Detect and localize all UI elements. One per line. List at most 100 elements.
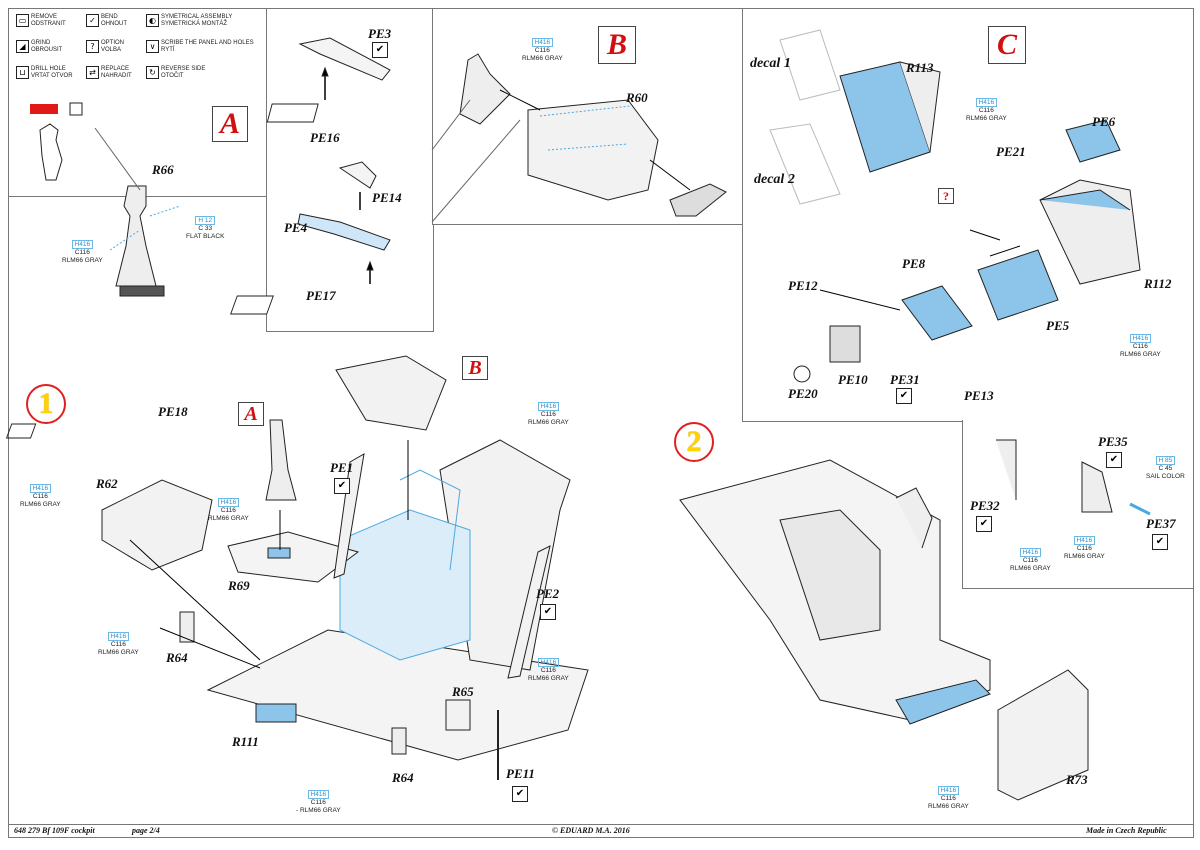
- bend-checkbox: ✔: [540, 604, 556, 620]
- legend-label-cz: OBROUSIT: [31, 47, 63, 53]
- part-pe35: [1081, 461, 1113, 513]
- legend-label-cz: NAHRADIT: [101, 73, 132, 79]
- panel-r73: [997, 669, 1089, 801]
- legend-label-cz: ODSTRANIT: [31, 21, 66, 27]
- part-label: PE6: [1092, 114, 1116, 129]
- part-r64a: [179, 611, 195, 643]
- part-label: decal 2: [754, 172, 795, 187]
- control-stick-r66: [115, 185, 157, 287]
- stick-step1: [265, 419, 297, 501]
- legend-label: REMOVE: [31, 14, 58, 20]
- part-label: PE35: [1098, 434, 1128, 449]
- remove-icon: ▭: [16, 14, 29, 27]
- panel-pe6: [1065, 119, 1121, 163]
- grind-icon: ◢: [16, 40, 29, 53]
- part-label: PE3: [368, 26, 392, 41]
- main-frame: [8, 8, 1194, 825]
- panel-pe5: [977, 249, 1059, 321]
- footer-page: page 2/4: [132, 826, 160, 835]
- panel-pe8: [901, 285, 973, 341]
- symmetrical-icon: ◐: [146, 14, 159, 27]
- part-label: R64: [166, 650, 188, 665]
- bend-checkbox: ✔: [1152, 534, 1168, 550]
- bend-checkbox: ✔: [1106, 452, 1122, 468]
- part-label: PE2: [536, 586, 560, 601]
- part-label: R60: [626, 90, 648, 105]
- battery-r62: [101, 479, 213, 571]
- part-label: R66: [152, 162, 174, 177]
- part-r65: [445, 699, 471, 731]
- section-a-marker-step1: A: [238, 402, 264, 426]
- pe3-strip: [298, 37, 391, 81]
- legend-label: REPLACE: [101, 66, 130, 72]
- legend-label: BEND: [101, 14, 118, 20]
- legend-label-cz: RYTÍ: [161, 47, 175, 53]
- legend-label: SYMETRICAL ASSEMBLY: [161, 14, 233, 20]
- seat-r60: [527, 99, 659, 201]
- pe4-strip: [297, 213, 391, 251]
- part-label: R64: [392, 770, 414, 785]
- part-label: R65: [452, 684, 474, 699]
- option-icon: ?: [86, 40, 99, 53]
- part-label: PE32: [970, 498, 1000, 513]
- part-label: R111: [232, 734, 259, 749]
- decal2-outline: [769, 123, 841, 205]
- bend-checkbox: ✔: [334, 478, 350, 494]
- section-b-marker-step1: B: [462, 356, 488, 380]
- step-2-marker: 2: [674, 422, 714, 462]
- replace-icon: ⇄: [86, 66, 99, 79]
- part-label: PE17: [306, 288, 336, 303]
- footer-copyright: © EDUARD M.A. 2016: [552, 826, 630, 835]
- part-r64b: [391, 727, 407, 755]
- seat-step1-b: [335, 355, 447, 431]
- legend-label: SCRIBE THE PANEL AND HOLES: [161, 40, 254, 46]
- harness-pe32: [895, 487, 933, 549]
- part-label: R62: [96, 476, 118, 491]
- part-label: PE8: [902, 256, 926, 271]
- cockpit-rear-wall: [439, 439, 571, 671]
- harness-detail: [996, 439, 1017, 500]
- control-stick-small: [39, 123, 63, 181]
- drill-icon: ⊔: [16, 66, 29, 79]
- legend-label-cz: OHNOUT: [101, 21, 127, 27]
- part-label: PE12: [788, 278, 818, 293]
- instrument-pe10: [829, 325, 861, 363]
- bend-checkbox: ✔: [976, 516, 992, 532]
- legend-label: OPTION: [101, 40, 125, 46]
- part-label: PE10: [838, 372, 868, 387]
- seat-assembly: [339, 509, 471, 661]
- ring-pe20: [793, 365, 811, 383]
- part-label: PE20: [788, 386, 818, 401]
- part-label: decal 1: [750, 56, 791, 71]
- footer-bar: [8, 823, 1194, 838]
- footer-made: Made in Czech Republic: [1086, 826, 1167, 835]
- part-label: PE4: [284, 220, 308, 235]
- pe14-part: [338, 161, 377, 189]
- step-1-marker: 1: [26, 384, 66, 424]
- bend-checkbox: ✔: [896, 388, 912, 404]
- bend-checkbox: ✔: [372, 42, 388, 58]
- part-label: PE14: [372, 190, 402, 205]
- seat-bracket: [669, 183, 727, 217]
- legend-label-cz: VOLBA: [101, 47, 122, 53]
- section-b-marker: B: [598, 26, 636, 64]
- pe18-plate: [5, 423, 37, 439]
- legend-label-cz: SYMETRICKÁ MONTÁŽ: [161, 21, 228, 27]
- bend-icon: ✓: [86, 14, 99, 27]
- part-label: R73: [1066, 772, 1088, 787]
- reverse-icon: ↻: [146, 66, 159, 79]
- belt-pe2: [507, 545, 551, 679]
